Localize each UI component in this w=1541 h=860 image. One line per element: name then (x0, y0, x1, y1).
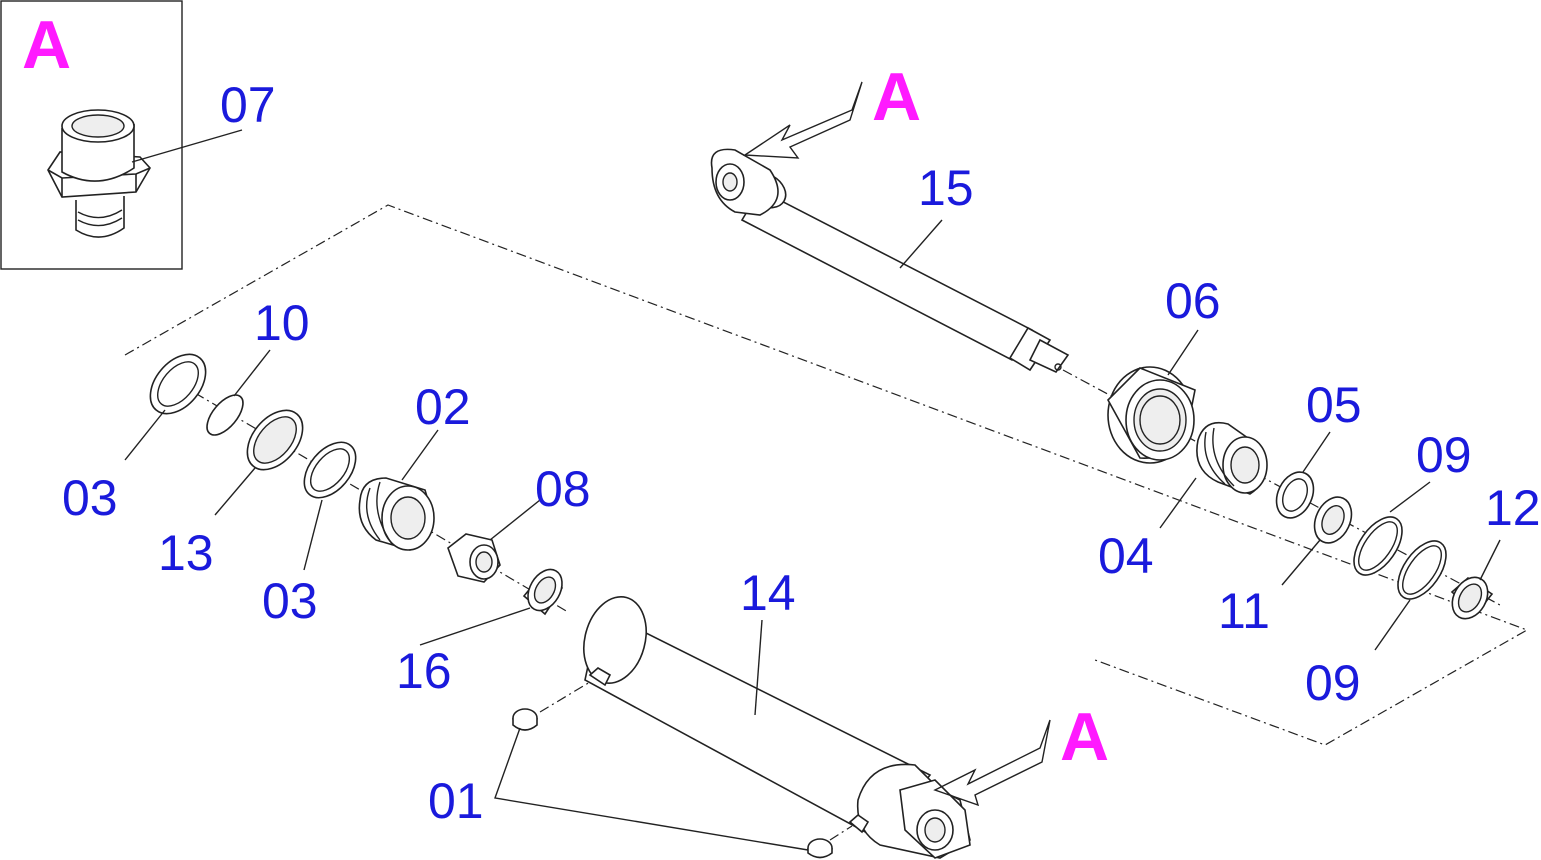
view-arrow-bottom (933, 719, 1051, 807)
leader-02 (401, 429, 439, 481)
bushing-16 (522, 568, 564, 616)
label-16: 16 (396, 643, 452, 699)
ring-05 (1275, 471, 1315, 519)
cylinder-tube-14 (583, 595, 971, 859)
leader-01 (494, 727, 809, 851)
gland-06 (1107, 366, 1196, 464)
detail-view-a: A 07 (0, 0, 276, 270)
label-09-upper: 09 (1416, 427, 1472, 483)
label-02: 02 (415, 379, 471, 435)
axis-01-a (539, 681, 591, 713)
label-09-lower: 09 (1305, 655, 1361, 711)
ring-03-second (303, 441, 357, 499)
seal-axis (194, 392, 569, 613)
label-15: 15 (918, 160, 974, 216)
leader-13 (214, 467, 256, 516)
leader-08 (489, 499, 541, 541)
piston-02 (358, 477, 435, 551)
leader-05 (1302, 431, 1331, 473)
leader-04 (1159, 477, 1197, 529)
view-marker-top: A (872, 59, 921, 135)
leader-12 (1479, 539, 1501, 581)
leader-16 (419, 607, 531, 646)
leader-06 (1167, 329, 1199, 376)
detail-view-marker: A (22, 7, 71, 83)
nut-08 (447, 533, 501, 583)
label-05: 05 (1306, 377, 1362, 433)
leader-14 (754, 619, 763, 716)
piston-04 (1196, 421, 1268, 495)
label-07: 07 (220, 77, 276, 133)
leader-07 (131, 129, 243, 163)
label-13: 13 (158, 525, 214, 581)
label-03-second: 03 (262, 573, 318, 629)
detail-box (0, 0, 183, 270)
leader-09-lower (1374, 599, 1411, 651)
leader-15 (899, 219, 943, 269)
piston-rod-15 (710, 148, 1070, 374)
view-marker-bottom: A (1060, 699, 1109, 775)
leader-03-first (124, 409, 166, 461)
grease-cap-01 (512, 708, 833, 859)
label-10: 10 (254, 295, 310, 351)
label-06: 06 (1165, 273, 1221, 329)
bushing-12 (1450, 576, 1494, 620)
leader-09-upper (1389, 481, 1431, 513)
label-14: 14 (740, 565, 796, 621)
label-04: 04 (1098, 528, 1154, 584)
wiper-03-first (149, 353, 207, 415)
label-11: 11 (1218, 583, 1270, 639)
oring-09-upper (1353, 516, 1403, 576)
fitting-07 (47, 109, 151, 238)
label-08: 08 (535, 461, 591, 517)
oring-09-lower (1397, 540, 1447, 600)
view-arrow-top (742, 81, 863, 159)
label-01: 01 (428, 773, 484, 829)
label-03-first: 03 (62, 470, 118, 526)
axis-01-b (829, 825, 853, 841)
group-frame (124, 204, 1529, 746)
leader-03-second (303, 499, 323, 571)
leader-11 (1281, 539, 1321, 586)
oring-10 (206, 394, 244, 436)
label-12: 12 (1485, 480, 1541, 536)
leader-10 (233, 349, 271, 397)
